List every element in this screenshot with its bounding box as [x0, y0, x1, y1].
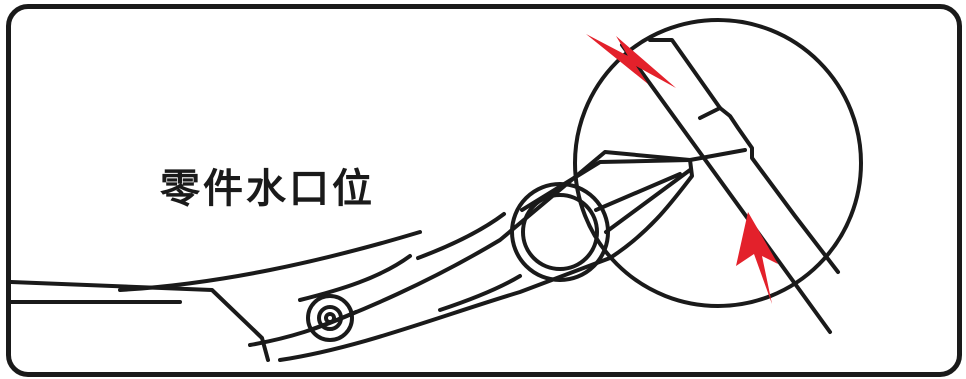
caption-title: 零件水口位 [160, 166, 375, 212]
part-sprue [620, 38, 840, 334]
spark-icon [736, 212, 778, 304]
magnifier-circle [573, 18, 863, 308]
cutter-icon [11, 148, 747, 362]
spark-icon [586, 34, 676, 88]
